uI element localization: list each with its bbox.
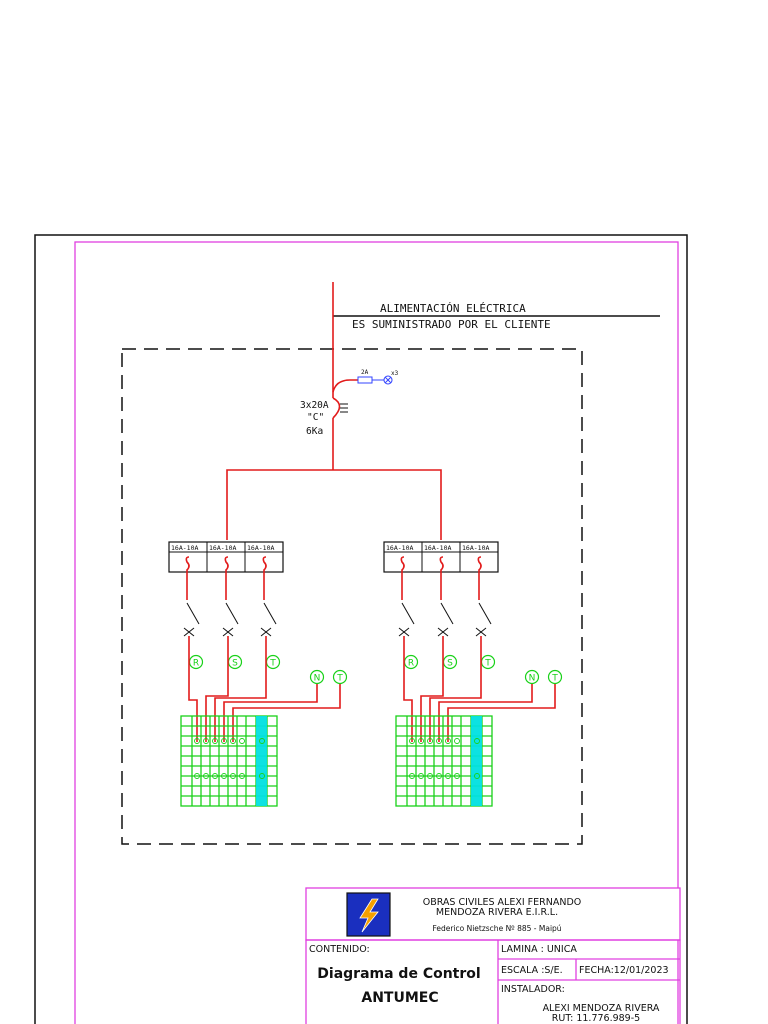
phase-label-r-left: R (193, 659, 199, 669)
breaker-rating-left-2: 16A-10A (209, 544, 236, 552)
phase-label-t-left: T (269, 659, 276, 669)
drawing-title-line2: ANTUMEC (361, 990, 438, 1006)
ground-marker-right (547, 669, 563, 685)
breaker-rating-left-1: 16A-10A (171, 544, 198, 552)
terminal-accent-left (256, 716, 267, 806)
phase-label-r-right: R (408, 659, 414, 669)
breaker-group-left: 16A-10A 16A-10A 16A-10A R S T N T (168, 541, 348, 807)
distribution-bus (226, 469, 442, 540)
contenido-label: CONTENIDO: (309, 944, 370, 955)
escala-field: ESCALA :S/E. (501, 965, 563, 976)
company-name-line1: OBRAS CIVILES ALEXI FERNANDO (423, 897, 582, 908)
fecha-field: FECHA:12/01/2023 (579, 965, 669, 976)
phase-label-t-right: T (484, 659, 491, 669)
ground-marker-left (332, 669, 348, 685)
fuse-label: 2A (361, 369, 369, 376)
phase-label-s-left: S (232, 659, 238, 669)
breaker-group-right: 16A-10A 16A-10A 16A-10A R S T N T (383, 541, 563, 807)
breaker-curve: "C" (307, 412, 324, 423)
instalador-label: INSTALADOR: (501, 984, 565, 995)
terminal-accent-right (471, 716, 482, 806)
outer-border (34, 234, 688, 1024)
neutral-label-right: N (529, 674, 536, 684)
feed-line2: ES SUMINISTRADO POR EL CLIENTE (352, 318, 551, 331)
pilot-lamp-icon (383, 375, 393, 385)
instalador-name: ALEXI MENDOZA RIVERA (543, 1003, 660, 1014)
ground-label-right: T (551, 674, 558, 684)
inner-border (74, 241, 679, 1024)
ground-label-left: T (336, 674, 343, 684)
neutral-marker-left (309, 669, 325, 685)
drawing-title-line1: Diagrama de Control (317, 966, 480, 982)
breaker-rating-right-3: 16A-10A (462, 544, 489, 552)
lightning-bolt-icon (359, 898, 379, 933)
feed-line1: ALIMENTACIÓN ELÉCTRICA (380, 302, 526, 315)
fuse-symbol (357, 376, 373, 384)
company-address: Federico Nietzsche Nº 885 - Maipú (432, 924, 561, 933)
title-block: OBRAS CIVILES ALEXI FERNANDO MENDOZA RIV… (305, 887, 681, 1024)
phase-label-s-right: S (447, 659, 453, 669)
company-name-line2: MENDOZA RIVERA E.I.R.L. (436, 907, 558, 918)
instalador-rut: RUT: 11.776.989-5 (552, 1013, 640, 1024)
breaker-rating: 3x20A (300, 400, 329, 411)
neutral-marker-right (524, 669, 540, 685)
breaker-rating-right-1: 16A-10A (386, 544, 413, 552)
signal-tap-line (332, 379, 358, 393)
panel-enclosure (121, 348, 583, 845)
neutral-label-left: N (314, 674, 321, 684)
breaker-rating-right-2: 16A-10A (424, 544, 451, 552)
main-breaker-symbol (332, 397, 341, 419)
breaker-rating-left-3: 16A-10A (247, 544, 274, 552)
breaker-capacity: 6Ka (306, 426, 323, 437)
lamina-field: LAMINA : UNICA (501, 944, 577, 955)
lamp-label: x3 (391, 370, 399, 377)
